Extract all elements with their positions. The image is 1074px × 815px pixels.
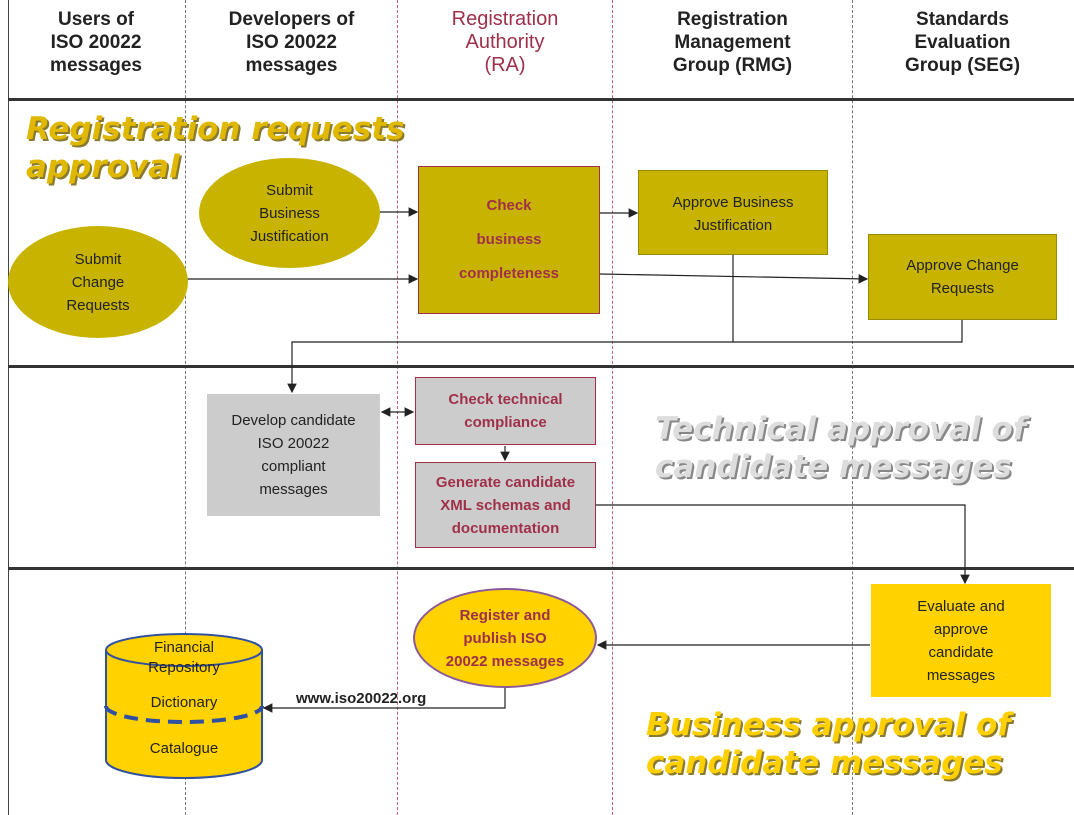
arrow-generate-to-evaluate: [596, 504, 970, 585]
repository-top-label: Financial Repository: [148, 639, 220, 676]
check-technical-compliance-node: Check technical compliance: [415, 377, 596, 445]
column-header-developers: Developers of ISO 20022 messages: [228, 9, 355, 76]
repository-catalogue-label: Catalogue: [149, 740, 219, 757]
column-header-ra: Registration Authority (RA): [451, 8, 559, 76]
submit-change-requests-node: Submit Change Requests: [8, 226, 188, 338]
submit-business-justification-node: Submit Business Justification: [199, 158, 380, 268]
band-separator-1: [8, 365, 1074, 368]
column-divider-1: [185, 0, 186, 815]
header-separator: [8, 98, 1074, 101]
generate-candidate-schemas-node: Generate candidate XML schemas and docum…: [415, 462, 596, 548]
phase-title-technical: Technical approval of candidate messages: [655, 411, 1027, 485]
phase-title-business: Business approval of candidate messages: [646, 707, 1011, 781]
develop-candidate-messages-node: Develop candidate ISO 20022 compliant me…: [207, 394, 380, 516]
phase-title-registration: Registration requests approval: [26, 111, 405, 185]
column-divider-4: [852, 0, 853, 815]
column-header-rmg: Registration Management Group (RMG): [672, 9, 793, 76]
financial-repository-cylinder: Financial Repository Dictionary Catalogu…: [104, 632, 264, 780]
approve-change-requests-node: Approve Change Requests: [868, 234, 1057, 320]
check-business-completeness-node: Check business completeness: [418, 166, 600, 314]
column-header-seg: Standards Evaluation Group (SEG): [904, 9, 1021, 76]
cylinder-icon: [104, 633, 264, 779]
arrow-register-to-repository: [262, 686, 506, 713]
left-border: [8, 0, 9, 815]
arrow-approvals-to-develop: [287, 320, 963, 394]
register-publish-node: Register and publish ISO 20022 messages: [413, 588, 597, 688]
column-header-users: Users of ISO 20022 messages: [50, 9, 142, 76]
approve-business-justification-node: Approve Business Justification: [638, 170, 828, 255]
evaluate-approve-candidate-node: Evaluate and approve candidate messages: [871, 584, 1051, 697]
band-separator-2: [8, 567, 1074, 570]
column-divider-3: [612, 0, 613, 815]
repository-dictionary-label: Dictionary: [150, 694, 218, 711]
url-label: www.iso20022.org: [296, 690, 427, 707]
